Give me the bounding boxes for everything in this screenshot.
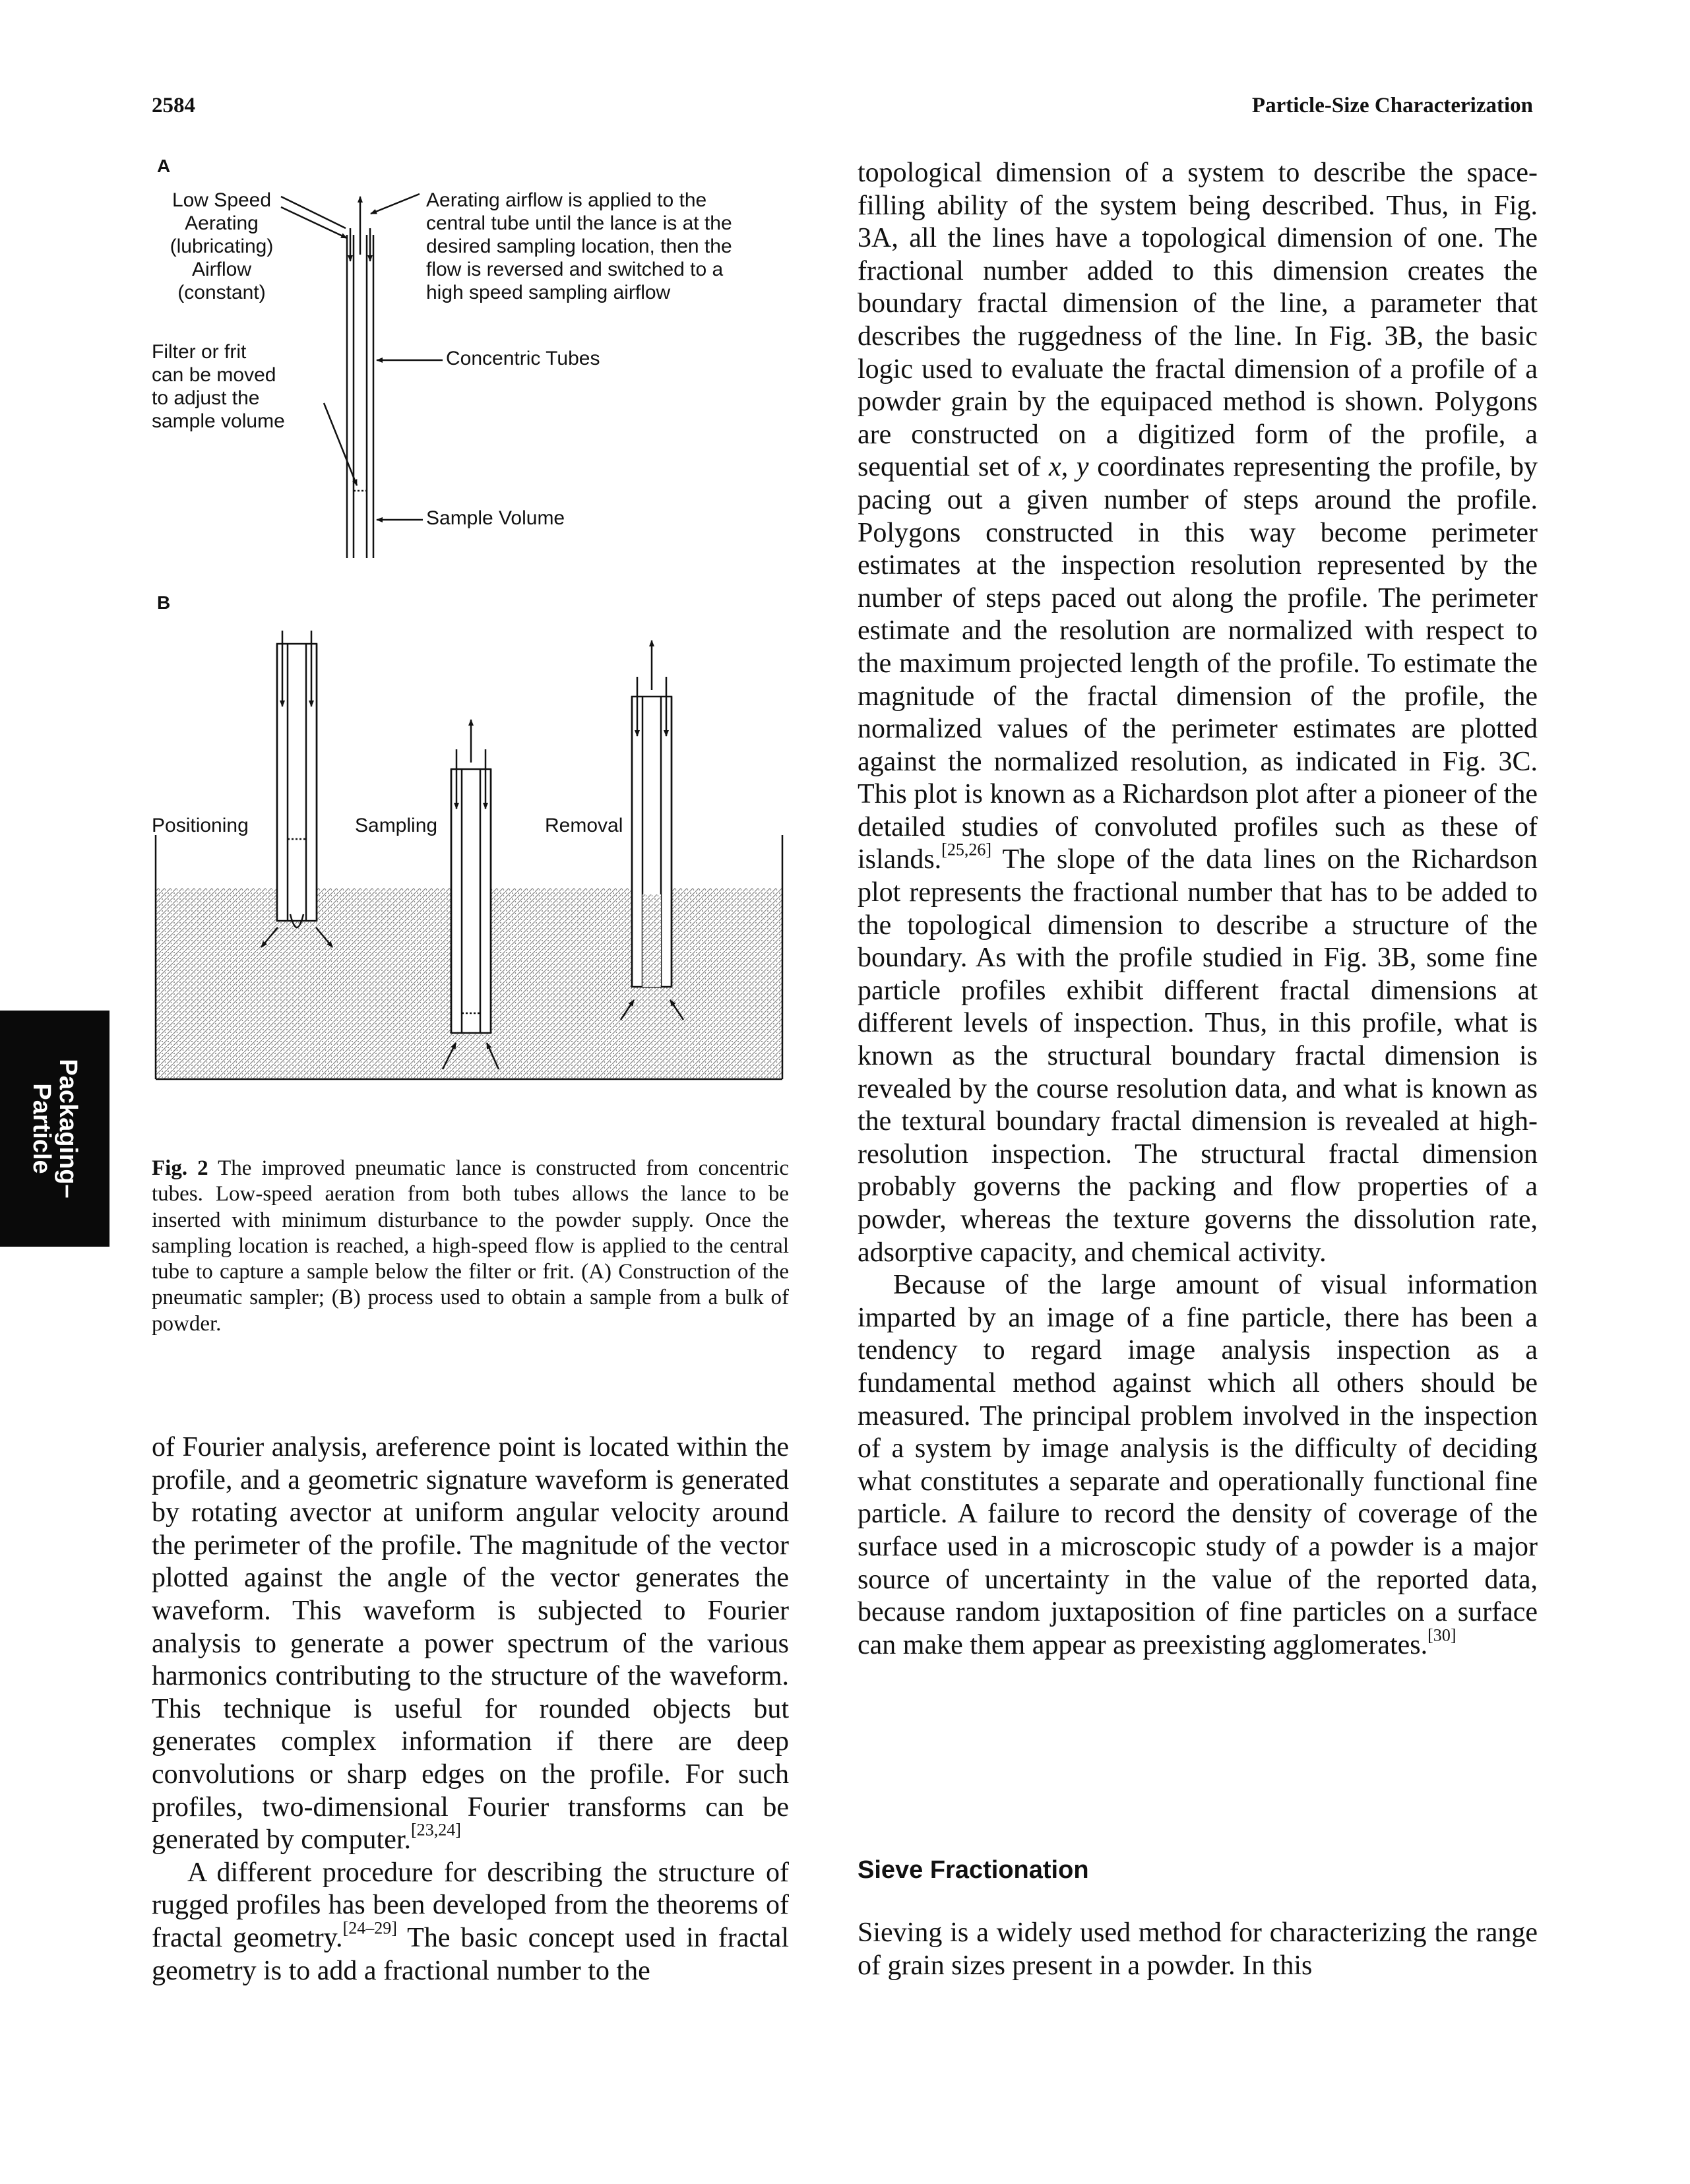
citation: [25,26] [941,840,992,859]
citation: [30] [1427,1625,1456,1645]
page-number: 2584 [152,94,195,117]
figure-2: A Low Speed Aerating (lubricating) Airfl… [149,156,789,1145]
lance-sampling [441,719,500,1070]
citation: [23,24] [411,1820,461,1840]
label-aerating-airflow: Aerating airflow is applied to the centr… [426,189,732,303]
label-concentric-tubes: Concentric Tubes [446,348,600,369]
panel-b-letter: B [157,592,171,613]
right-column: topological dimension of a system to des… [858,157,1538,1662]
caption-text: The improved pneumatic lance is construc… [152,1156,790,1336]
running-title: Particle-Size Characterization [1251,94,1533,117]
section-thumb-tab: Packaging– Particle [0,1011,110,1247]
label-filter-frit: Filter or frit can be moved to adjust th… [152,341,285,432]
lance-diagram [154,193,784,1080]
lance-removal [619,640,685,1020]
figure-caption: Fig. 2 The improved pneumatic lance is c… [152,1156,789,1337]
paragraph: of Fourier analysis, areference point is… [152,1432,789,1856]
panel-b-drawing [154,631,784,1080]
paragraph: topological dimension of a system to des… [858,158,1538,1268]
paragraph: Because of the large amount of visual in… [858,1270,1538,1660]
label-low-speed-airflow: Low Speed Aerating (lubricating) Airflow… [170,189,274,303]
leader-aerating [370,193,420,215]
panel-a-drawing [280,193,443,558]
paragraph: Sieving is a widely used method for char… [858,1918,1538,1981]
label-sampling: Sampling [355,815,438,836]
leader-low-speed-1 [280,195,346,230]
left-column: of Fourier analysis, areference point is… [152,1431,789,1987]
label-sample-volume: Sample Volume [426,507,565,529]
leader-low-speed-2 [280,206,348,239]
label-positioning: Positioning [152,815,249,836]
section-heading: Sieve Fractionation [858,1856,1089,1884]
side-tab-label: Packaging– Particle [28,1059,82,1199]
panel-a-letter: A [157,156,171,176]
citation: [24–29] [342,1918,397,1938]
figure-number: Fig. 2 [152,1156,208,1180]
paragraph: A different procedure for describing the… [152,1857,789,1986]
label-removal: Removal [545,815,623,836]
lance-positioning [261,631,333,948]
leader-filter [323,402,358,486]
